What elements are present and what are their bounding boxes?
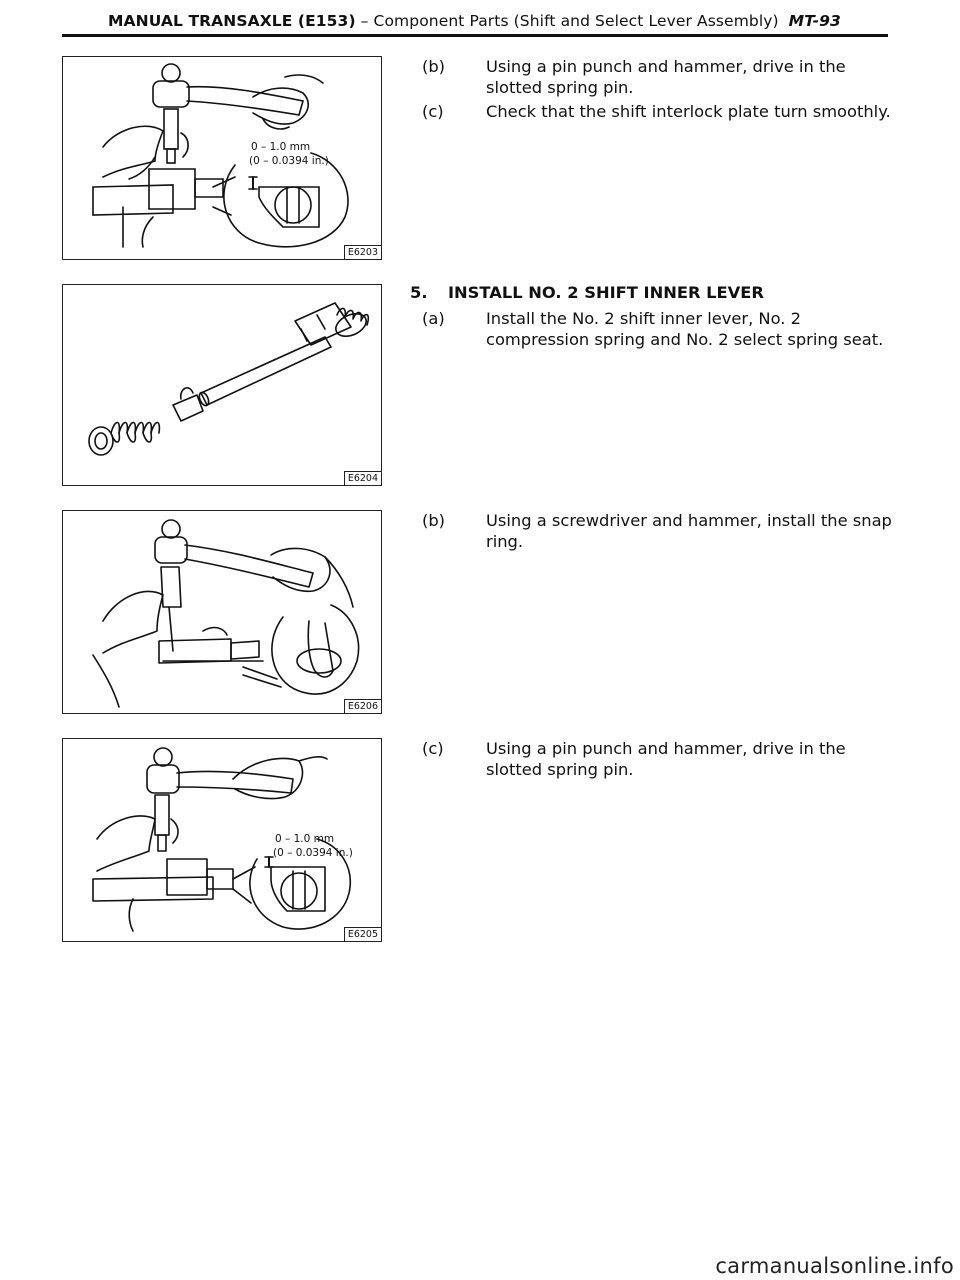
header-subtitle: – Component Parts (Shift and Select Leve… <box>355 12 779 30</box>
shift-inner-lever-exploded-illustration <box>88 302 370 456</box>
figure-code: E6206 <box>343 699 381 713</box>
step-text: Check that the shift interlock plate tur… <box>486 102 891 121</box>
figure-code: E6205 <box>343 927 381 941</box>
dimension-label-inches: (0 – 0.0394 in.) <box>249 155 329 167</box>
figure-e6203: 0 – 1.0 mm (0 – 0.0394 in.) E6203 <box>62 56 382 260</box>
section-5-heading: 5. INSTALL NO. 2 SHIFT INNER LEVER <box>410 282 890 303</box>
hammer-pin-punch-illustration-2 <box>92 747 352 932</box>
figure-e6204: E6204 <box>62 284 382 486</box>
step-label: (a) <box>422 309 445 328</box>
section-title: INSTALL NO. 2 SHIFT INNER LEVER <box>448 283 764 302</box>
screwdriver-snap-ring-illustration <box>92 519 360 708</box>
hammer-pin-punch-illustration <box>92 63 349 248</box>
figure-code: E6204 <box>343 471 381 485</box>
step-text: Using a screwdriver and hammer, install … <box>486 511 892 551</box>
header-title: MANUAL TRANSAXLE (E153) <box>108 12 356 30</box>
step-text: Using a pin punch and hammer, drive in t… <box>486 57 846 97</box>
dimension-label-inches: (0 – 0.0394 in.) <box>273 847 353 859</box>
step-label: (b) <box>422 57 446 76</box>
figure-e6206: E6206 <box>62 510 382 714</box>
step-text: Using a pin punch and hammer, drive in t… <box>486 739 846 779</box>
step-label: (c) <box>422 102 444 121</box>
header-rule <box>62 34 888 37</box>
figure-code: E6203 <box>343 245 381 259</box>
step-5a: (a) Install the No. 2 shift inner lever,… <box>422 308 892 350</box>
step-1c: (c) Check that the shift interlock plate… <box>422 101 892 122</box>
step-text: Install the No. 2 shift inner lever, No.… <box>486 309 884 349</box>
watermark-text: carmanualsonline.info <box>715 1254 954 1278</box>
step-label: (b) <box>422 511 446 530</box>
dimension-label: 0 – 1.0 mm <box>251 141 311 153</box>
section-number: 5. <box>410 283 428 302</box>
step-5c: (c) Using a pin punch and hammer, drive … <box>422 738 892 780</box>
step-label: (c) <box>422 739 444 758</box>
step-5b: (b) Using a screwdriver and hammer, inst… <box>422 510 892 552</box>
page-number: MT-93 <box>788 12 841 30</box>
page-header: MANUAL TRANSAXLE (E153) – Component Part… <box>108 6 888 36</box>
step-1b: (b) Using a pin punch and hammer, drive … <box>422 56 892 98</box>
figure-e6205: 0 – 1.0 mm (0 – 0.0394 in.) E6205 <box>62 738 382 942</box>
dimension-label: 0 – 1.0 mm <box>275 833 335 845</box>
